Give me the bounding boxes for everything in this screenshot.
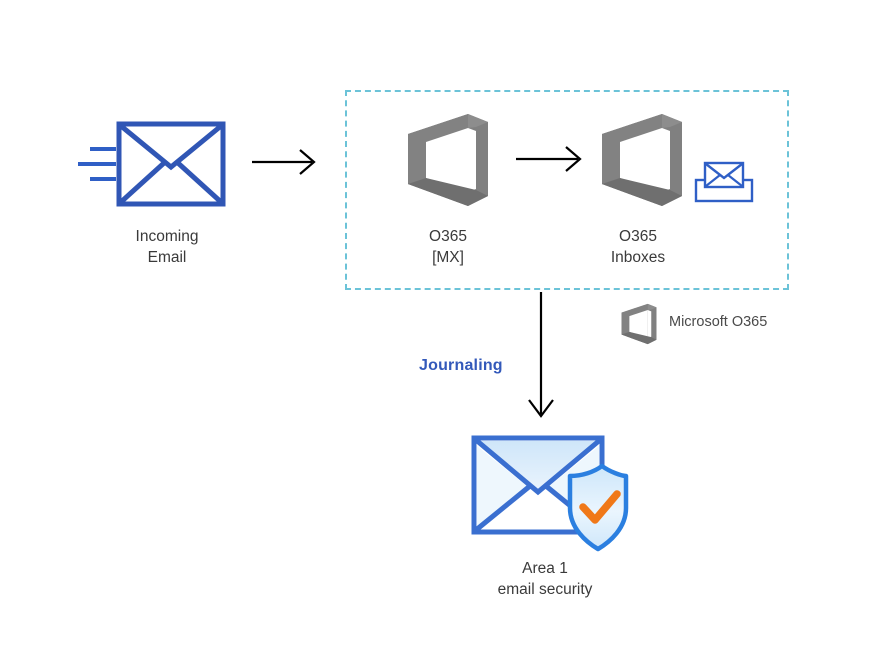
legend-label: Microsoft O365 (669, 314, 768, 330)
arrow-down-icon (524, 292, 560, 424)
o365-mx-label: O365 [MX] (383, 226, 513, 268)
o365-inboxes-label-line2: Inboxes (610, 249, 666, 266)
secure-email-shield-icon (470, 432, 630, 554)
office-365-icon (406, 112, 490, 208)
incoming-email-label-line1: Incoming (135, 228, 199, 245)
motion-lines-icon (78, 142, 120, 186)
legend-office-365-icon (620, 303, 658, 345)
o365-boundary-zone (345, 90, 789, 290)
area1-label: Area 1 email security (470, 558, 620, 600)
o365-mx-label-line1: O365 (429, 228, 467, 245)
arrow-right-icon (252, 143, 322, 181)
area1-label-line1: Area 1 (522, 560, 568, 577)
office-365-icon (600, 112, 684, 208)
inbox-envelope-icon (694, 160, 754, 204)
incoming-email-label-line2: Email (147, 249, 187, 266)
journaling-edge-label: Journaling (419, 357, 503, 374)
o365-mx-label-line2: [MX] (432, 249, 464, 266)
area1-label-line2: email security (497, 581, 593, 598)
envelope-icon (116, 121, 226, 207)
arrow-right-icon (516, 140, 588, 178)
o365-inboxes-label-line1: O365 (619, 228, 657, 245)
